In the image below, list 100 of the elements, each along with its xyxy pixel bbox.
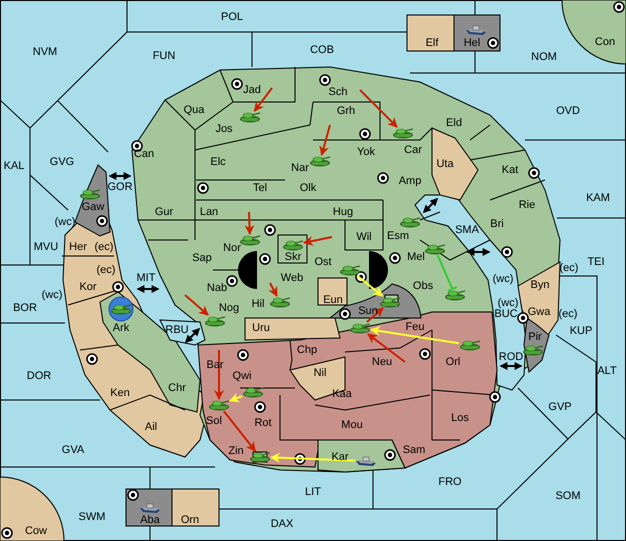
region-label: Elf xyxy=(426,37,438,49)
order-arrow xyxy=(356,275,384,297)
order-arrow xyxy=(366,307,384,323)
order-arrow xyxy=(268,282,278,297)
region-label: Qua xyxy=(184,104,204,116)
region-label: Kat xyxy=(502,164,518,176)
region-label: Esm xyxy=(387,230,409,242)
tank-icon xyxy=(110,303,132,315)
region-label: Ail xyxy=(144,421,158,433)
order-arrow xyxy=(270,452,356,463)
order-arrow xyxy=(359,89,398,128)
region-label: Orn xyxy=(180,514,200,526)
tank-icon xyxy=(424,243,446,255)
tank-icon xyxy=(242,386,264,398)
region-label: ALT xyxy=(597,365,617,377)
region-label: DAX xyxy=(270,518,294,530)
region-label: Eld xyxy=(446,117,462,129)
region-label: Web xyxy=(280,272,304,284)
region-label: Qwi xyxy=(232,370,252,382)
region-label: Hug xyxy=(332,206,354,218)
region-label: Gur xyxy=(154,206,174,218)
tank-icon xyxy=(459,339,481,351)
region-label: Nar xyxy=(291,162,309,174)
region-label: (ec) xyxy=(560,262,578,274)
region-label: Kaa xyxy=(332,388,352,400)
order-arrow xyxy=(303,236,332,246)
region-label: Amp xyxy=(398,175,422,187)
region-label: Orl xyxy=(446,356,460,368)
region-label: Yok xyxy=(357,146,375,158)
region-label: (wc) xyxy=(498,297,518,309)
ship-icon xyxy=(139,502,161,514)
region-label: NVM xyxy=(32,46,58,58)
region-label: GVA xyxy=(62,444,84,456)
region-label: Hel xyxy=(464,37,480,49)
region-label: Olk xyxy=(300,182,316,194)
region-label: Jad xyxy=(243,84,261,96)
region-label: Lan xyxy=(200,206,218,218)
region-label: Gaw xyxy=(82,201,104,213)
order-arrow xyxy=(254,87,273,112)
region-label: Sap xyxy=(192,252,212,264)
region-label: Rie xyxy=(518,199,536,211)
region-label: Gwa xyxy=(528,306,550,318)
region-label: BUC xyxy=(494,308,518,320)
region-label: Kar xyxy=(331,451,349,463)
region-label: Byn xyxy=(530,279,550,291)
region-label: Elc xyxy=(210,156,226,168)
order-arrow xyxy=(229,392,242,402)
region-label: OVD xyxy=(556,105,580,117)
tank-icon xyxy=(239,234,261,246)
region-label: SOM xyxy=(555,490,581,502)
tank-icon xyxy=(309,155,331,167)
region-label: COB xyxy=(310,44,334,56)
tank-icon xyxy=(339,264,361,276)
region-label: RBU xyxy=(165,324,189,336)
region-label: SWM xyxy=(78,511,106,523)
order-arrow xyxy=(367,333,406,363)
region-label: Bri xyxy=(490,218,504,230)
tank-icon xyxy=(204,315,226,327)
tank-icon xyxy=(522,344,544,356)
order-arrow xyxy=(370,326,460,344)
region-label: Mel xyxy=(407,251,425,263)
region-label: Sch xyxy=(328,86,348,98)
tank-icon xyxy=(349,322,371,334)
order-arrow xyxy=(244,212,254,235)
region-label: Uta xyxy=(436,158,454,170)
region-label: POL xyxy=(221,11,243,23)
tank-icon xyxy=(79,188,101,200)
region-label: Chr xyxy=(168,382,186,394)
region-label: Ken xyxy=(110,387,130,399)
region-label: (ec) xyxy=(96,264,116,276)
ship-icon xyxy=(465,24,487,36)
tank-icon xyxy=(379,296,401,308)
region-label: Con xyxy=(594,36,616,48)
region-label: GOR xyxy=(107,181,133,193)
region-label: (wc) xyxy=(42,289,62,301)
region-label: Pir xyxy=(528,331,542,343)
region-label: GVG xyxy=(50,156,74,168)
region-label: Tel xyxy=(252,182,268,194)
region-label: Mou xyxy=(341,419,363,431)
tank-icon xyxy=(269,296,291,308)
region-label: (wc) xyxy=(54,216,76,228)
region-label: Jos xyxy=(215,123,233,135)
tank-icon xyxy=(399,216,421,228)
region-label: Kor xyxy=(79,281,97,293)
region-label: KAL xyxy=(4,160,24,172)
ship-icon xyxy=(355,455,377,467)
region-label: Nab xyxy=(206,282,228,294)
region-label: Nil xyxy=(314,367,326,379)
region-label: Cow xyxy=(25,525,47,537)
region-label: SMA xyxy=(455,224,479,236)
region-label: LIT xyxy=(305,486,321,498)
region-label: Feu xyxy=(406,321,424,333)
region-label: Sun xyxy=(358,305,378,317)
region-label: Eun xyxy=(323,294,343,306)
region-label: Nog xyxy=(218,302,240,314)
region-label: Skr xyxy=(284,251,302,263)
region-label: Ost xyxy=(314,256,332,268)
order-arrow xyxy=(319,124,331,156)
tank-icon xyxy=(282,239,304,251)
region-label: KAM xyxy=(586,192,610,204)
